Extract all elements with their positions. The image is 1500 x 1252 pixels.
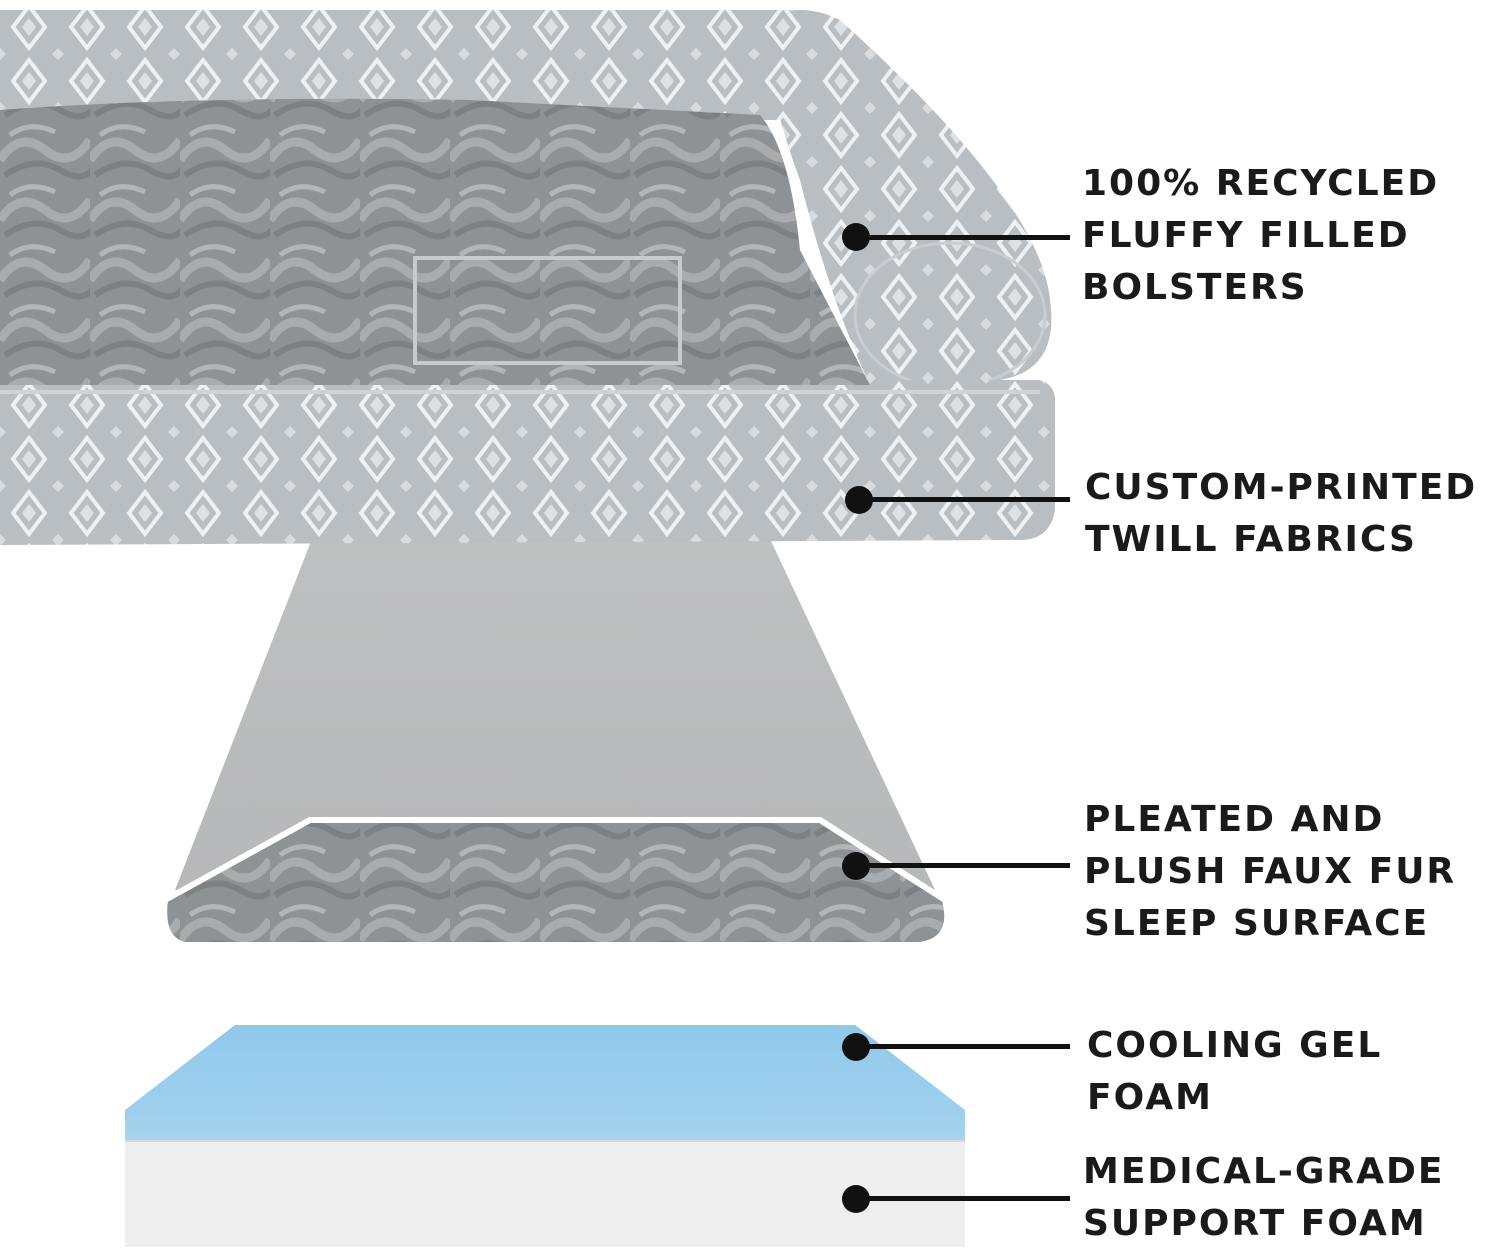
callout-line-support: [856, 1196, 1070, 1201]
sleep-surface-layer: [161, 817, 951, 948]
callout-support: MEDICAL-GRADE SUPPORT FOAM: [1083, 1146, 1444, 1250]
callout-line-3: SLEEP SURFACE: [1084, 903, 1430, 944]
cooling-gel-layer: [125, 1025, 965, 1140]
callout-fabrics: CUSTOM-PRINTED TWILL FABRICS: [1085, 462, 1477, 566]
callout-line-bolsters: [856, 235, 1070, 240]
callout-line-2: FOAM: [1087, 1077, 1213, 1118]
callout-line-1: COOLING GEL: [1087, 1025, 1383, 1066]
callout-line-2: PLUSH FAUX FUR: [1084, 851, 1457, 892]
callout-line-1: MEDICAL-GRADE: [1083, 1151, 1445, 1192]
callout-line-gel: [856, 1044, 1070, 1049]
callout-line-fabrics: [859, 497, 1070, 502]
fur-top-surface: [0, 98, 870, 385]
callout-line-2: FLUFFY FILLED: [1082, 215, 1410, 256]
callout-line-1: CUSTOM-PRINTED: [1085, 467, 1478, 508]
callout-gel: COOLING GEL FOAM: [1087, 1020, 1382, 1124]
callout-line-3: BOLSTERS: [1082, 267, 1308, 308]
callout-line-2: SUPPORT FOAM: [1083, 1203, 1427, 1244]
callout-line-2: TWILL FABRICS: [1085, 519, 1417, 560]
callout-surface: PLEATED AND PLUSH FAUX FUR SLEEP SURFACE: [1084, 794, 1456, 950]
support-foam-layer: [125, 1140, 965, 1247]
bed-base: [0, 380, 1055, 545]
bolster-back: [0, 10, 794, 120]
bolster-right: [760, 10, 1052, 389]
callout-line-surface: [856, 863, 1070, 868]
callout-line-1: PLEATED AND: [1084, 799, 1385, 840]
callout-line-1: 100% RECYCLED: [1082, 163, 1440, 204]
callout-bolsters: 100% RECYCLED FLUFFY FILLED BOLSTERS: [1082, 158, 1439, 314]
